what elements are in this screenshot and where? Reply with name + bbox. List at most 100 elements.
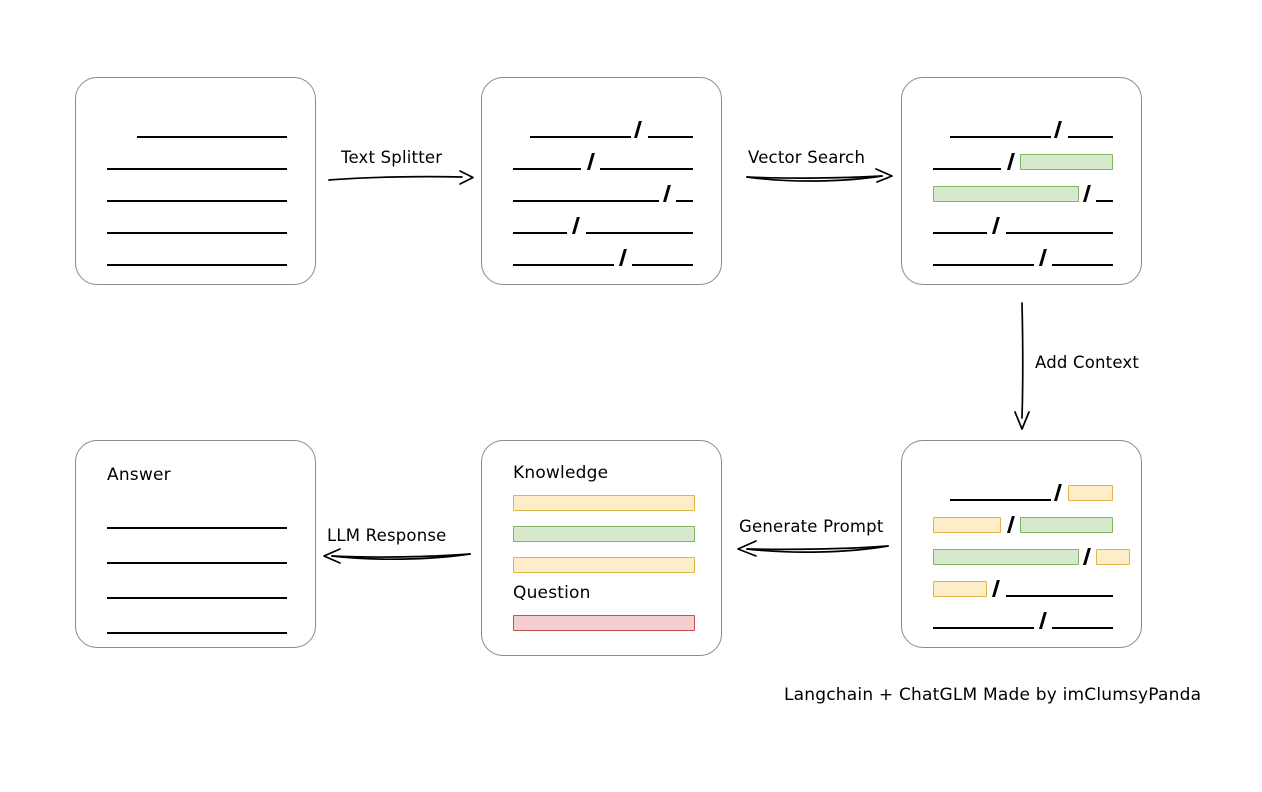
text-row	[902, 580, 1141, 597]
text-line-segment	[1096, 186, 1113, 202]
text-line-segment	[586, 218, 693, 234]
chunk-separator-slash	[1083, 185, 1091, 202]
edge-arrow-text-splitter	[328, 170, 474, 185]
text-row	[76, 250, 315, 266]
text-line-segment	[513, 218, 567, 234]
text-line-segment	[107, 186, 287, 202]
chunk-separator-slash	[1083, 548, 1091, 565]
text-line-segment	[1006, 218, 1113, 234]
chunk-separator-slash	[992, 217, 1000, 234]
node-context-added-chunks[interactable]	[901, 440, 1142, 648]
chunk-separator-slash	[1054, 484, 1062, 501]
text-row	[76, 513, 315, 529]
text-row	[482, 217, 721, 234]
text-line-segment	[676, 186, 693, 202]
chunk-separator-slash	[1007, 516, 1015, 533]
chunk-highlight-green	[933, 186, 1079, 202]
chunk-highlight-green	[933, 549, 1079, 565]
edge-label-generate-prompt: Generate Prompt	[739, 517, 884, 536]
text-row	[482, 526, 721, 542]
text-line-segment	[107, 618, 287, 634]
text-line-segment	[107, 513, 287, 529]
text-line-segment	[933, 218, 987, 234]
node-vector-matched-chunks[interactable]	[901, 77, 1142, 285]
node-source-document[interactable]	[75, 77, 316, 285]
text-line-segment	[1006, 581, 1113, 597]
chunk-highlight-yellow	[513, 495, 695, 511]
text-row	[76, 186, 315, 202]
text-row	[482, 557, 721, 573]
knowledge-heading: Knowledge	[513, 463, 609, 483]
text-line-segment	[632, 250, 693, 266]
chunk-separator-slash	[572, 217, 580, 234]
text-row	[902, 484, 1141, 501]
text-row	[902, 153, 1141, 170]
text-line-segment	[933, 250, 1034, 266]
edge-label-vector-search: Vector Search	[748, 148, 866, 167]
text-row	[482, 185, 721, 202]
text-line-segment	[513, 154, 581, 170]
edge-label-llm-response: LLM Response	[327, 526, 447, 545]
chunk-separator-slash	[619, 249, 627, 266]
text-line-segment	[107, 154, 287, 170]
chunk-highlight-red	[513, 615, 695, 631]
text-line-segment	[600, 154, 693, 170]
edge-arrow-llm-response	[323, 548, 471, 564]
text-row	[76, 122, 315, 138]
node-answer[interactable]: Answer	[75, 440, 316, 648]
chunk-separator-slash	[1039, 249, 1047, 266]
text-row	[902, 185, 1141, 202]
text-line-segment	[137, 122, 287, 138]
chunk-separator-slash	[1007, 153, 1015, 170]
text-row	[902, 121, 1141, 138]
chunk-highlight-yellow	[1096, 549, 1130, 565]
text-line-segment	[513, 186, 659, 202]
text-line-segment	[933, 154, 1001, 170]
chunk-highlight-green	[1020, 154, 1113, 170]
text-row	[76, 154, 315, 170]
edge-arrow-generate-prompt	[737, 540, 889, 557]
text-line-segment	[648, 122, 693, 138]
text-line-segment	[107, 583, 287, 599]
text-line-segment	[107, 218, 287, 234]
text-row	[902, 217, 1141, 234]
text-row	[902, 548, 1141, 565]
credit-text: Langchain + ChatGLM Made by imClumsyPand…	[784, 685, 1202, 705]
edge-arrow-vector-search	[746, 168, 893, 183]
edge-label-text-splitter: Text Splitter	[341, 148, 443, 167]
chunk-highlight-green	[1020, 517, 1113, 533]
text-row	[902, 612, 1141, 629]
text-line-segment	[530, 122, 631, 138]
text-row	[76, 583, 315, 599]
chunk-highlight-green	[513, 526, 695, 542]
text-line-segment	[1052, 250, 1113, 266]
text-row	[482, 249, 721, 266]
chunk-highlight-yellow	[1068, 485, 1113, 501]
edge-label-add-context: Add Context	[1035, 353, 1140, 372]
answer-heading: Answer	[107, 465, 171, 485]
text-line-segment	[107, 548, 287, 564]
question-heading: Question	[513, 583, 591, 603]
chunk-highlight-yellow	[933, 517, 1001, 533]
text-row	[76, 218, 315, 234]
chunk-highlight-yellow	[933, 581, 987, 597]
node-prompt[interactable]: Knowledge Question	[481, 440, 722, 656]
text-row	[482, 495, 721, 511]
text-row	[482, 121, 721, 138]
chunk-separator-slash	[1039, 612, 1047, 629]
text-line-segment	[1068, 122, 1113, 138]
text-line-segment	[950, 485, 1051, 501]
chunk-separator-slash	[634, 121, 642, 138]
text-row	[902, 249, 1141, 266]
node-split-chunks[interactable]	[481, 77, 722, 285]
text-row	[482, 615, 721, 631]
text-line-segment	[933, 613, 1034, 629]
chunk-separator-slash	[1054, 121, 1062, 138]
text-row	[76, 548, 315, 564]
edge-arrow-add-context	[1014, 302, 1030, 430]
text-row	[76, 618, 315, 634]
chunk-separator-slash	[663, 185, 671, 202]
text-row	[482, 153, 721, 170]
chunk-separator-slash	[992, 580, 1000, 597]
